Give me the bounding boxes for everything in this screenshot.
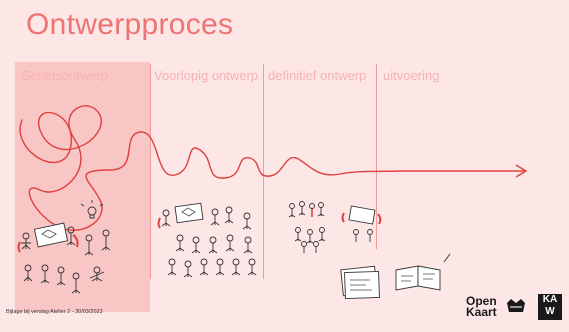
phase-divider	[376, 64, 377, 249]
open-book-illustration	[395, 253, 451, 291]
people-group-illustration	[157, 202, 257, 278]
schetsontwerp-highlight	[15, 62, 150, 312]
people-group-illustration	[288, 201, 382, 253]
footnote: Bijlage bij verslag Atelier 2 - 30/03/20…	[6, 309, 103, 315]
process-squiggle-line	[19, 105, 526, 231]
phase-divider	[263, 64, 264, 279]
document-stack-illustration	[340, 265, 380, 300]
phase-schetsontwerp: Schetsontwerp	[22, 68, 108, 83]
slide-title: Ontwerpproces	[26, 8, 234, 41]
sketchbook-illustration	[33, 222, 69, 248]
phase-uitvoering: uitvoering	[383, 68, 440, 83]
phase-voorlopig-ontwerp: Voorlopig ontwerp	[154, 68, 259, 83]
open-kaart-logo: Open Kaart	[466, 294, 502, 319]
logo-kaart-text: Kaart	[466, 305, 497, 319]
crown-logo-icon	[507, 299, 525, 312]
people-group-illustration	[17, 200, 111, 294]
arrow-head-icon	[515, 164, 528, 178]
kaw-logo: KA W	[538, 294, 562, 320]
logo-open-text: Open	[466, 294, 497, 308]
kaw-logo-text: KA W	[542, 294, 558, 317]
phase-definitief-ontwerp: definitief ontwerp	[268, 68, 367, 83]
phase-divider	[150, 64, 151, 279]
